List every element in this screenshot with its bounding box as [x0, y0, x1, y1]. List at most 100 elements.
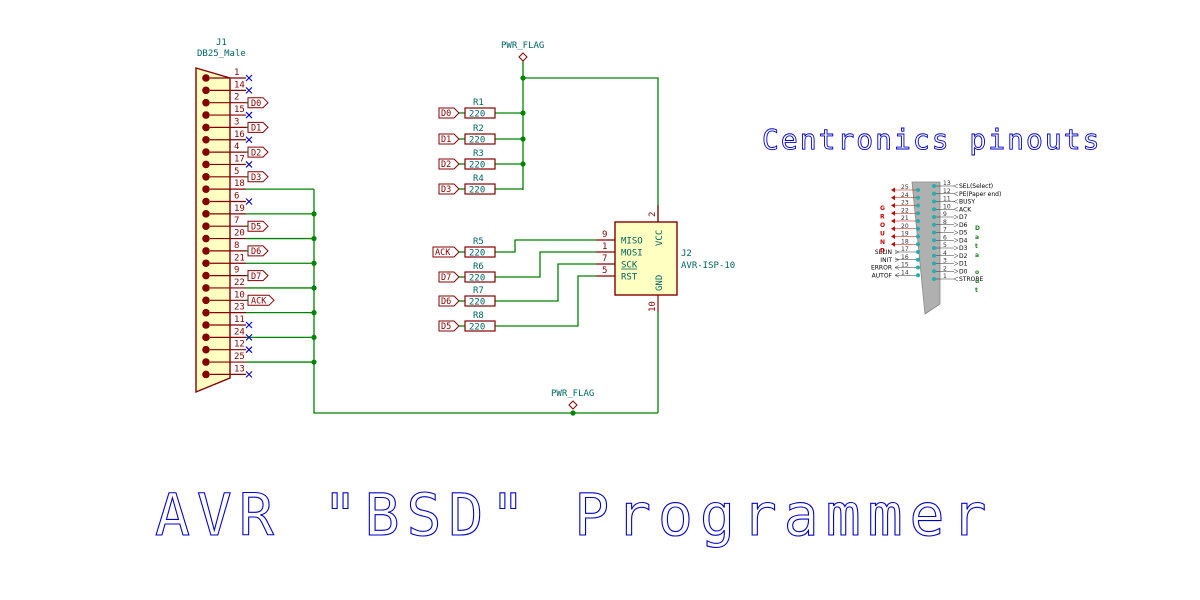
db25-pin-num: 4	[234, 142, 239, 152]
ground-letter: U	[880, 231, 885, 238]
arrow-icon	[953, 253, 959, 258]
db25-label-D3-shape	[247, 171, 269, 183]
pwr-flag-top-label: PWR_FLAG	[501, 41, 544, 51]
centronics-pin-num: 12	[943, 188, 951, 195]
centronics-pin	[916, 188, 920, 192]
centronics-pin-num: 21	[901, 215, 909, 222]
ground-letter: D	[880, 248, 885, 255]
db25-pin-num: 20	[234, 229, 245, 239]
db25-pin-num: 17	[234, 154, 245, 164]
centronics-right-label: D7	[959, 214, 968, 221]
db25-pin-num: 6	[234, 192, 239, 202]
db25-pin-num: 23	[234, 303, 245, 313]
db25-pin-dot	[202, 271, 210, 280]
isp-pin-num: 7	[602, 254, 607, 264]
centronics-left-label: AUTOF	[872, 272, 893, 279]
db25-pin-num: 8	[234, 241, 239, 251]
centronics-pin	[932, 246, 936, 250]
db25-pin-dot	[202, 74, 210, 82]
centronics-pin	[932, 253, 936, 258]
ground-bus	[313, 189, 658, 414]
out-letter: o	[975, 269, 979, 276]
db25-label-D3: D3	[251, 173, 261, 183]
arrow-icon	[894, 249, 900, 255]
no-connect-mark	[245, 333, 253, 341]
db25-pin-dot	[202, 234, 210, 243]
centronics-right-label: ACK	[959, 206, 972, 213]
centronics-pin	[916, 203, 920, 208]
centronics-left-label: SELIN	[875, 249, 892, 256]
centronics-pin-num: 22	[901, 207, 909, 214]
db25-pin-num: 11	[234, 315, 245, 325]
centronics-pin	[916, 257, 920, 262]
pwr-flag-bottom-label: PWR_FLAG	[551, 389, 594, 399]
db25-pin-dot	[202, 123, 210, 132]
centronics-pin-num: 10	[943, 203, 951, 210]
junction-dot	[311, 334, 317, 340]
db25-pin-num: 7	[234, 216, 239, 226]
centronics-pin-num: 17	[901, 246, 909, 253]
centronics-pin-num: 7	[943, 227, 947, 234]
centronics-pin-num: 3	[943, 258, 947, 265]
no-connect-mark	[245, 136, 253, 144]
texts: J1DB25_Male1142D0153D1164D2175D3186197D5…	[197, 38, 735, 399]
vcc-wire	[523, 77, 659, 222]
centronics-pin-num: 20	[901, 223, 909, 230]
isp-pin-name-SCK: SCK	[621, 261, 638, 271]
centronics-right-label: D5	[959, 230, 968, 237]
centronics-pin	[932, 215, 936, 219]
db25-label-ACK-shape	[247, 294, 275, 306]
centronics-pin-num: 4	[943, 250, 947, 257]
centronics-pin	[932, 269, 936, 274]
db25-pin-dot	[202, 296, 210, 305]
isp-pin-num: 9	[602, 230, 607, 240]
arrow-icon	[891, 234, 895, 239]
db25-pin-dot	[202, 284, 210, 292]
resistor-R5-value: 220	[469, 249, 485, 259]
arrow-icon	[894, 265, 900, 270]
centronics-pin	[916, 234, 920, 239]
out-letter: u	[975, 278, 979, 285]
wires	[246, 61, 659, 416]
centronics-pin	[932, 238, 936, 243]
arrow-icon	[953, 222, 959, 227]
isp-pin-name-MISO: MISO	[621, 237, 643, 247]
centronics-pin-num: 6	[943, 234, 947, 241]
junction-dot	[311, 260, 317, 266]
no-connect-mark	[245, 86, 253, 94]
db25-label-D7-shape	[247, 270, 269, 282]
resistor-R4-value: 220	[469, 186, 485, 196]
junction-dot	[520, 161, 526, 167]
junction-dot	[520, 136, 526, 142]
centronics-pin-num: 19	[901, 231, 909, 238]
isp-pin-name-MOSI: MOSI	[621, 249, 643, 259]
arrow-icon	[953, 269, 959, 274]
db25-pin-dot	[202, 358, 210, 366]
db25-pin-num: 19	[234, 204, 245, 214]
arrow-icon	[953, 245, 959, 251]
db25-pin-num: 14	[234, 80, 245, 90]
db25-pin-num: 3	[234, 117, 239, 127]
db25-label-D5: D5	[251, 222, 261, 232]
centronics-right-label: BUSY	[959, 199, 975, 206]
ground-letter: O	[880, 222, 885, 229]
resistor-R8-body	[464, 320, 496, 332]
arrow-icon	[953, 238, 959, 243]
db25-pin-dot	[202, 185, 210, 193]
centronics-pin-num: 16	[901, 254, 909, 261]
centronics-right-label: D1	[959, 261, 968, 268]
resistor-R3-ref: R3	[473, 149, 484, 159]
resistor-R4-ref: R4	[473, 174, 484, 184]
arrow-icon	[891, 210, 895, 216]
pwr-flag-bottom-symbol	[568, 400, 578, 410]
resistor-R7-body	[464, 295, 496, 307]
db25-shell	[195, 67, 231, 394]
db25-label-ACK: ACK	[251, 297, 267, 307]
r-label-D2-shape	[438, 158, 460, 170]
db25-label-D5-shape	[247, 220, 269, 232]
isp-gnd-name: GND	[655, 275, 665, 291]
isp-body	[614, 221, 678, 296]
arrow-icon	[953, 207, 959, 212]
junction-dot	[520, 110, 526, 116]
